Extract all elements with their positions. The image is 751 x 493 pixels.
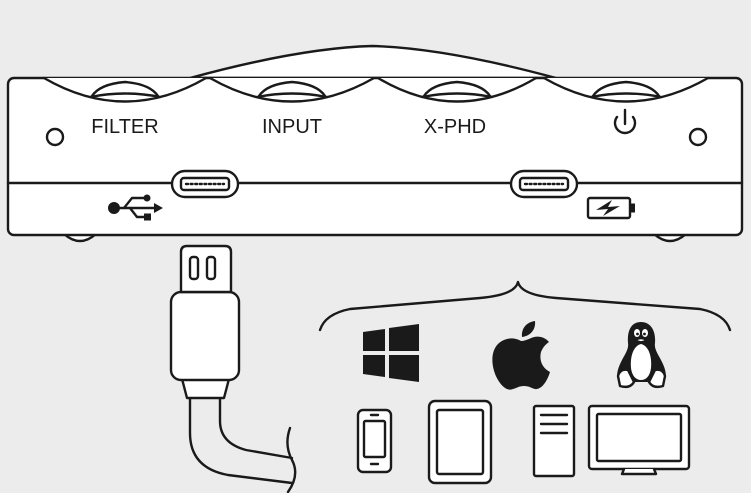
micro-usb-port-data[interactable]: [170, 169, 240, 199]
windows-logo-icon: [363, 324, 419, 382]
status-led-right: [688, 127, 708, 147]
power-icon: [613, 108, 637, 135]
micro-usb-port-charge[interactable]: [509, 169, 579, 199]
tablet-icon: [427, 399, 493, 485]
knob-filter[interactable]: [42, 76, 208, 103]
battery-charging-icon: [586, 196, 635, 220]
knob-label-input: INPUT: [262, 116, 322, 138]
knob-input[interactable]: [208, 76, 376, 103]
status-led-left: [45, 127, 65, 147]
knob-label-filter: FILTER: [91, 116, 158, 138]
desktop-tower-icon: [532, 404, 576, 478]
knob-label-x-phd: X-PHD: [424, 116, 486, 138]
dac-device: FILTER INPUT X-PHD: [6, 44, 744, 243]
usb-icon: [108, 194, 163, 221]
knob-x-phd[interactable]: [376, 76, 538, 103]
device-top-hump: [188, 44, 558, 80]
smartphone-icon: [356, 408, 393, 474]
knob-power[interactable]: [542, 76, 710, 103]
monitor-icon: [587, 404, 691, 476]
linux-tux-icon: [616, 322, 667, 389]
micro-usb-cable-icon: [169, 244, 297, 493]
apple-logo-icon: [492, 321, 550, 390]
compatible-systems: [318, 280, 732, 485]
grouping-bracket: [318, 280, 732, 332]
